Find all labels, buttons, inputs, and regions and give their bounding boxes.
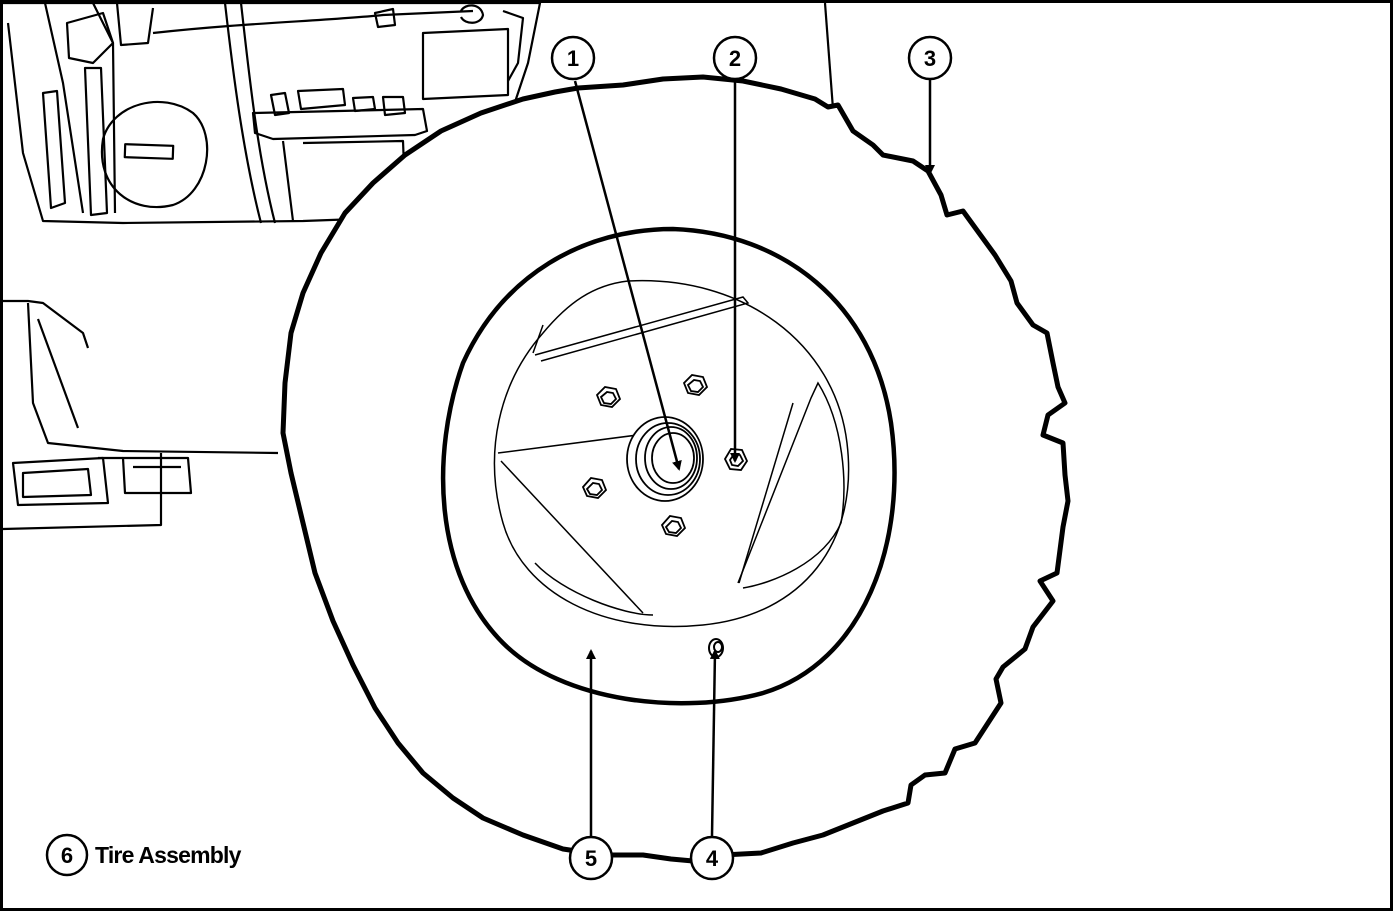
callout-2-label: 2 xyxy=(729,46,741,71)
caption-number: 6 xyxy=(61,843,73,868)
hub xyxy=(626,416,704,502)
caption-number-circle xyxy=(45,833,89,877)
callout-5-label: 5 xyxy=(585,846,597,871)
fuel-cap xyxy=(100,100,209,209)
callout-1: 1 xyxy=(550,35,596,81)
callout-3: 3 xyxy=(907,35,953,81)
figure-caption: 6 Tire Assembly xyxy=(45,833,242,877)
machine-body xyxy=(3,3,835,531)
callout-4-label: 4 xyxy=(706,846,719,871)
tire xyxy=(280,74,1071,864)
leader-line-4 xyxy=(709,649,720,837)
lug-nuts xyxy=(581,374,749,537)
callout-2: 2 xyxy=(712,35,758,81)
leader-line-1 xyxy=(573,80,682,471)
callout-1-label: 1 xyxy=(567,46,579,71)
tire-assembly-illustration: 1 2 3 4 5 6 Tire Assembly xyxy=(3,3,1071,881)
leader-lines xyxy=(573,80,935,837)
callout-5: 5 xyxy=(568,835,614,881)
caption-title: Tire Assembly xyxy=(95,842,242,868)
callout-4: 4 xyxy=(689,835,735,881)
fuel-cap-slot xyxy=(123,143,175,160)
callout-3-label: 3 xyxy=(924,46,936,71)
